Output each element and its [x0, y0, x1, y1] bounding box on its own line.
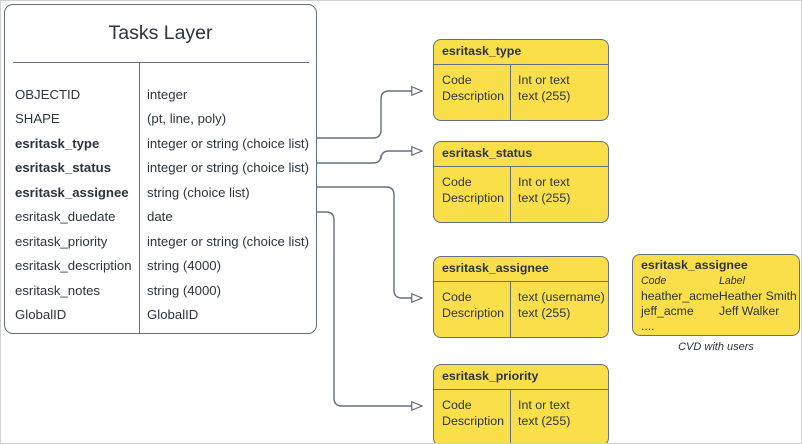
domain-cell: text (255) — [518, 191, 571, 205]
entity-column-divider — [139, 62, 141, 333]
domain-title: esritask_type — [442, 44, 522, 58]
table-row: SHAPE (pt, line, poly) — [5, 107, 316, 132]
domain-header-divider — [434, 281, 608, 283]
table-row: esritask_type integer or string (choice l… — [5, 131, 316, 156]
page-title: Tasks Layer — [108, 22, 213, 44]
domain-column-divider — [510, 389, 512, 443]
field-type: integer or string (choice list) — [147, 135, 309, 151]
cvd-label-cell: Jeff Walker — [719, 304, 780, 318]
domain-type-column: Int or text text (255) — [518, 397, 570, 429]
domain-cell: Description — [442, 191, 504, 205]
field-name: SHAPE — [15, 111, 60, 127]
domain-header-divider — [434, 166, 608, 168]
cvd-label-cell: Heather Smith — [718, 289, 797, 303]
field-name: esritask_duedate — [15, 209, 116, 225]
domain-cell: text (255) — [518, 306, 571, 320]
domain-cell: text (255) — [518, 89, 571, 103]
field-name: esritask_status — [15, 160, 112, 176]
domain-title: esritask_status — [442, 146, 533, 160]
cvd-code-cell: heather_acme — [641, 289, 719, 303]
domain-title: esritask_assignee — [442, 261, 549, 275]
connector-type — [317, 91, 422, 139]
field-name: esritask_type — [15, 135, 100, 151]
field-name: esritask_priority — [15, 233, 108, 249]
field-name: esritask_description — [15, 258, 132, 274]
table-row: esritask_assignee string (choice list) — [5, 180, 316, 205]
domain-cell: text (username) — [518, 290, 605, 304]
domain-cell: Description — [442, 89, 504, 103]
field-type: string (4000) — [147, 258, 222, 274]
domain-cell: Code — [442, 175, 472, 189]
connector-status — [317, 151, 422, 164]
cvd-label-cell: Label — [719, 275, 745, 287]
domain-cell: Code — [442, 290, 472, 304]
table-row: esritask_priority integer or string (choi… — [5, 229, 316, 254]
domain-cell: text (255) — [518, 414, 571, 428]
entity-header-divider — [13, 62, 309, 64]
field-type: integer or string (choice list) — [147, 160, 309, 176]
list-item: .... — [641, 319, 795, 334]
field-name: OBJECTID — [15, 86, 81, 102]
domain-header-divider — [434, 389, 608, 391]
domain-cell: Code — [442, 73, 472, 87]
domain-cell: Int or text — [518, 398, 570, 412]
domain-header-divider — [434, 64, 608, 66]
cvd-title: esritask_assignee — [641, 258, 748, 272]
cvd-header-row: Code Label — [641, 274, 795, 289]
domain-cell: Description — [442, 306, 504, 320]
table-row: GlobalID GlobalID — [5, 303, 316, 328]
domain-type-column: Int or text text (255) — [518, 72, 570, 104]
field-name: GlobalID — [15, 307, 67, 323]
domain-column-divider — [510, 64, 512, 120]
domain-title: esritask_priority — [442, 369, 539, 383]
domain-type-column: text (username) text (255) — [518, 289, 605, 321]
table-row: esritask_description string (4000) — [5, 254, 316, 279]
domain-column-divider — [510, 166, 512, 222]
domain-cell: Int or text — [518, 73, 570, 87]
field-name: esritask_assignee — [15, 184, 129, 200]
domain-cell: Description — [442, 414, 504, 428]
field-type: integer or string (choice list) — [147, 233, 309, 249]
table-row: esritask_status integer or string (choice… — [5, 156, 316, 181]
cvd-code-cell: jeff_acme — [641, 304, 694, 318]
cvd-code-cell: Code — [641, 275, 667, 287]
field-type: string (4000) — [147, 282, 222, 298]
domain-cell: Int or text — [518, 175, 570, 189]
field-type: string (choice list) — [147, 184, 250, 200]
list-item: jeff_acme Jeff Walker — [641, 304, 795, 319]
cvd-caption: CVD with users — [678, 341, 754, 353]
field-type: integer — [147, 86, 188, 102]
field-type: date — [147, 209, 173, 225]
table-row: OBJECTID integer — [5, 82, 316, 107]
field-type: (pt, line, poly) — [147, 111, 227, 127]
table-row: esritask_duedate date — [5, 205, 316, 230]
field-type: GlobalID — [147, 307, 199, 323]
cvd-code-cell: .... — [641, 319, 655, 333]
connector-priority — [317, 211, 422, 406]
connector-assignee — [317, 186, 422, 298]
domain-cell: Code — [442, 398, 472, 412]
field-name: esritask_notes — [15, 282, 101, 298]
table-row: esritask_notes string (4000) — [5, 278, 316, 303]
domain-column-divider — [510, 281, 512, 337]
domain-type-column: Int or text text (255) — [518, 174, 570, 206]
